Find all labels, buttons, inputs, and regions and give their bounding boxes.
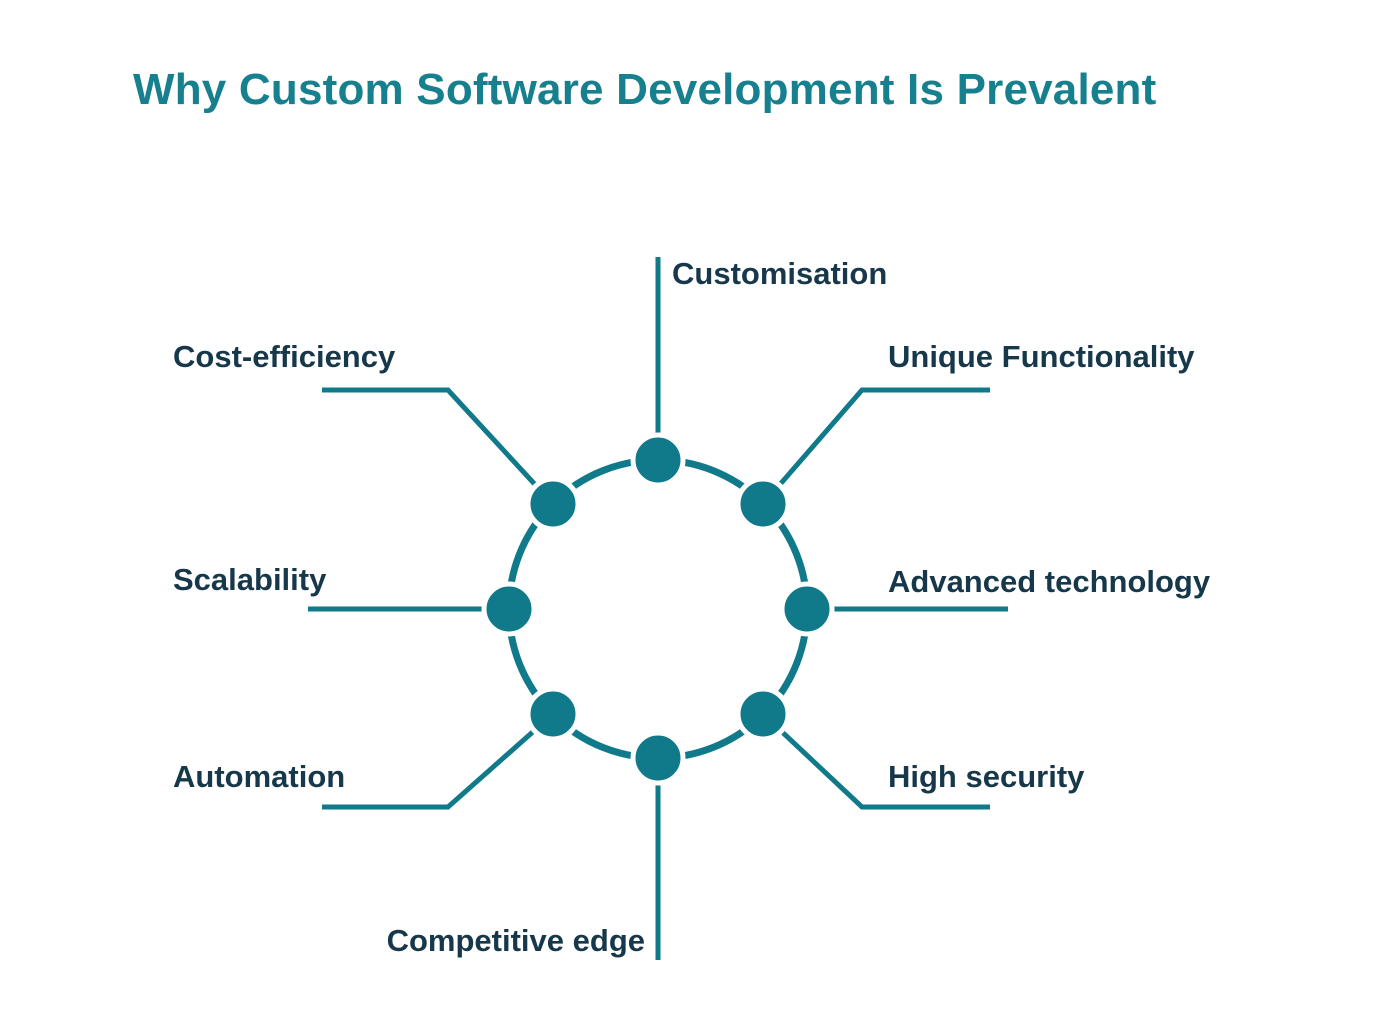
node-label-unique-functionality: Unique Functionality bbox=[888, 339, 1195, 374]
node-label-high-security: High security bbox=[888, 759, 1085, 794]
node-label-scalability: Scalability bbox=[173, 562, 327, 597]
connector-bottom-right bbox=[761, 712, 990, 810]
node-label-advanced-technology: Advanced technology bbox=[888, 564, 1211, 599]
node-dot-top-right bbox=[735, 476, 791, 532]
node-dot-bottom-right bbox=[735, 686, 791, 742]
node-label-customisation: Customisation bbox=[672, 256, 888, 291]
node-dot-bottom bbox=[630, 730, 686, 786]
node-label-competitive-edge: Competitive edge bbox=[386, 923, 645, 958]
node-label-cost-efficiency: Cost-efficiency bbox=[173, 339, 396, 374]
page-title: Why Custom Software Development Is Preva… bbox=[133, 65, 1157, 114]
node-label-automation: Automation bbox=[173, 759, 346, 794]
connector-bottom-left bbox=[322, 712, 555, 810]
node-dot-left bbox=[481, 581, 537, 637]
node-dot-top-left bbox=[525, 476, 581, 532]
connector-top-right bbox=[761, 387, 990, 506]
node-dot-bottom-left bbox=[525, 686, 581, 742]
node-dot-top bbox=[630, 432, 686, 488]
node-dot-right bbox=[779, 581, 835, 637]
connector-top-left bbox=[322, 387, 555, 506]
